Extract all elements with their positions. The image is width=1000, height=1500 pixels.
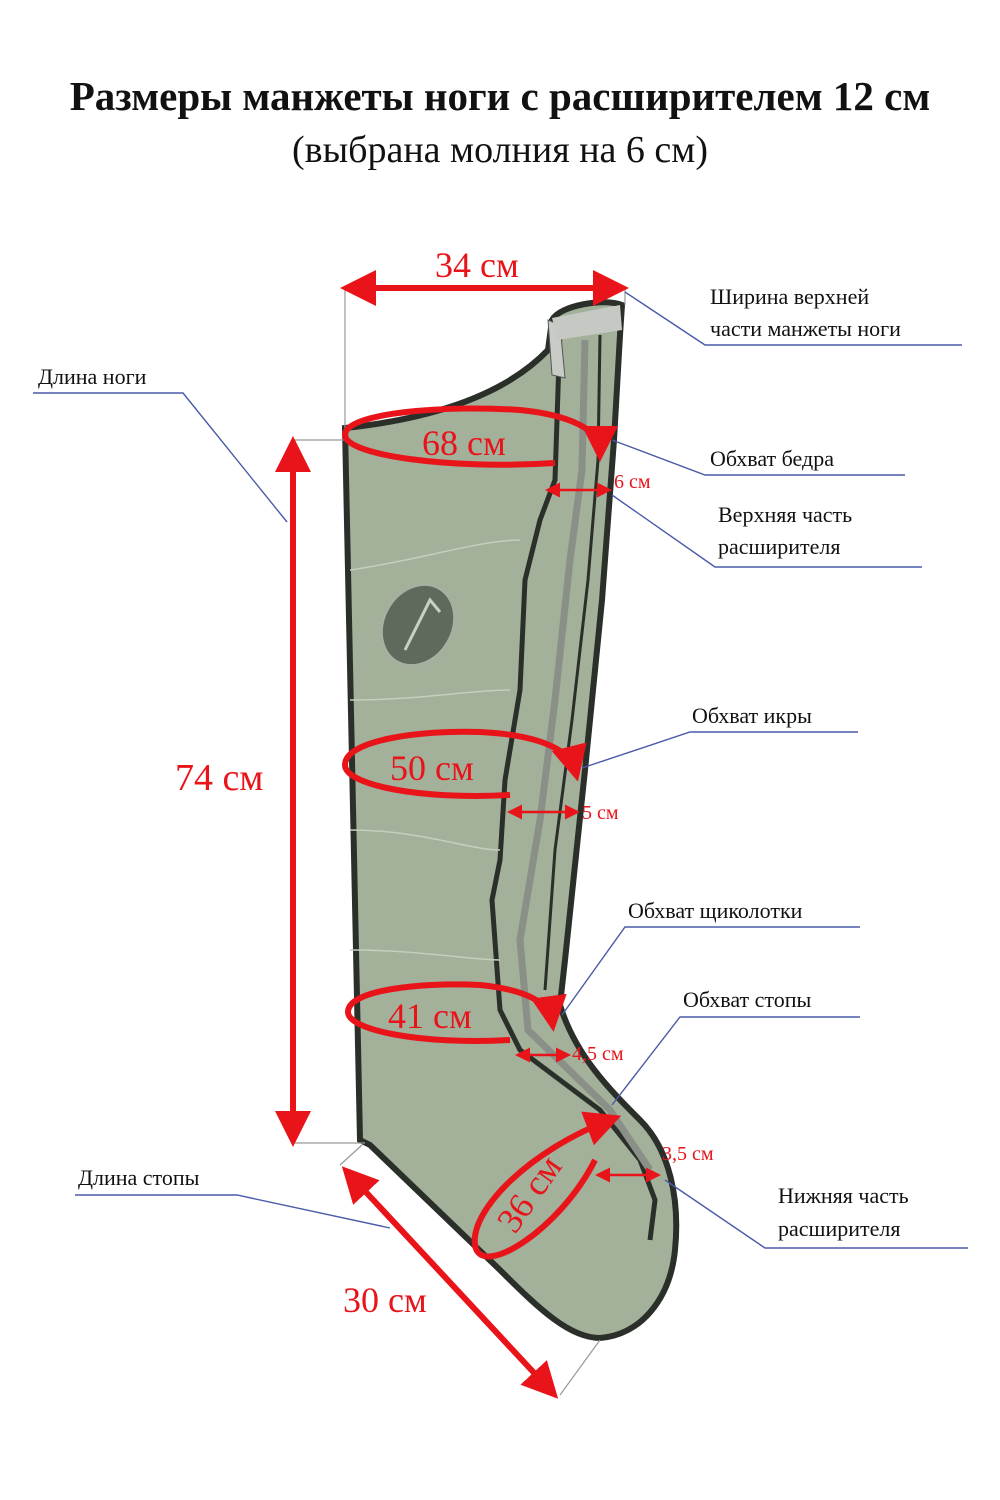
foot-circumference [471,1111,622,1260]
ankle-circumference [344,981,567,1044]
top-width-value: 34 см [435,245,519,285]
leg-length-value: 74 см [175,757,263,799]
upper-extender-label-1: Верхняя часть [718,502,852,527]
foot-extender-value: 3,5 см [662,1143,714,1165]
calf-extender-value: 5 см [582,802,619,824]
ankle-value: 41 см [388,996,472,1036]
ankle-label: Обхват щиколотки [628,898,803,923]
calf-circumference [341,728,587,799]
thigh-label: Обхват бедра [710,446,834,471]
upper-extender-label-2: расширителя [718,534,841,559]
lower-extender-label-1: Нижняя часть [778,1183,909,1208]
brand-logo [380,583,456,667]
thigh-extender-value: 6 см [614,471,651,493]
diagram-title: Размеры манжеты ноги с расширителем 12 с… [69,73,931,119]
top-width-label-2: части манжеты ноги [710,316,901,341]
leg-cuff [341,299,680,1342]
thigh-circumference [341,405,618,468]
calf-value: 50 см [390,748,474,788]
foot-length-label: Длина стопы [78,1165,200,1190]
foot-length-arrow [341,1166,559,1399]
ankle-extender-value: 4,5 см [572,1043,624,1065]
leg-length-label: Длина ноги [38,364,147,389]
lower-extender-label-2: расширителя [778,1216,901,1241]
calf-label: Обхват икры [692,703,812,728]
top-width-label-1: Ширина верхней [710,284,869,309]
foot-label: Обхват стопы [683,987,812,1012]
foot-length-value: 30 см [343,1280,427,1320]
diagram-subtitle: (выбрана молния на 6 см) [292,129,708,171]
thigh-value: 68 см [422,423,506,463]
